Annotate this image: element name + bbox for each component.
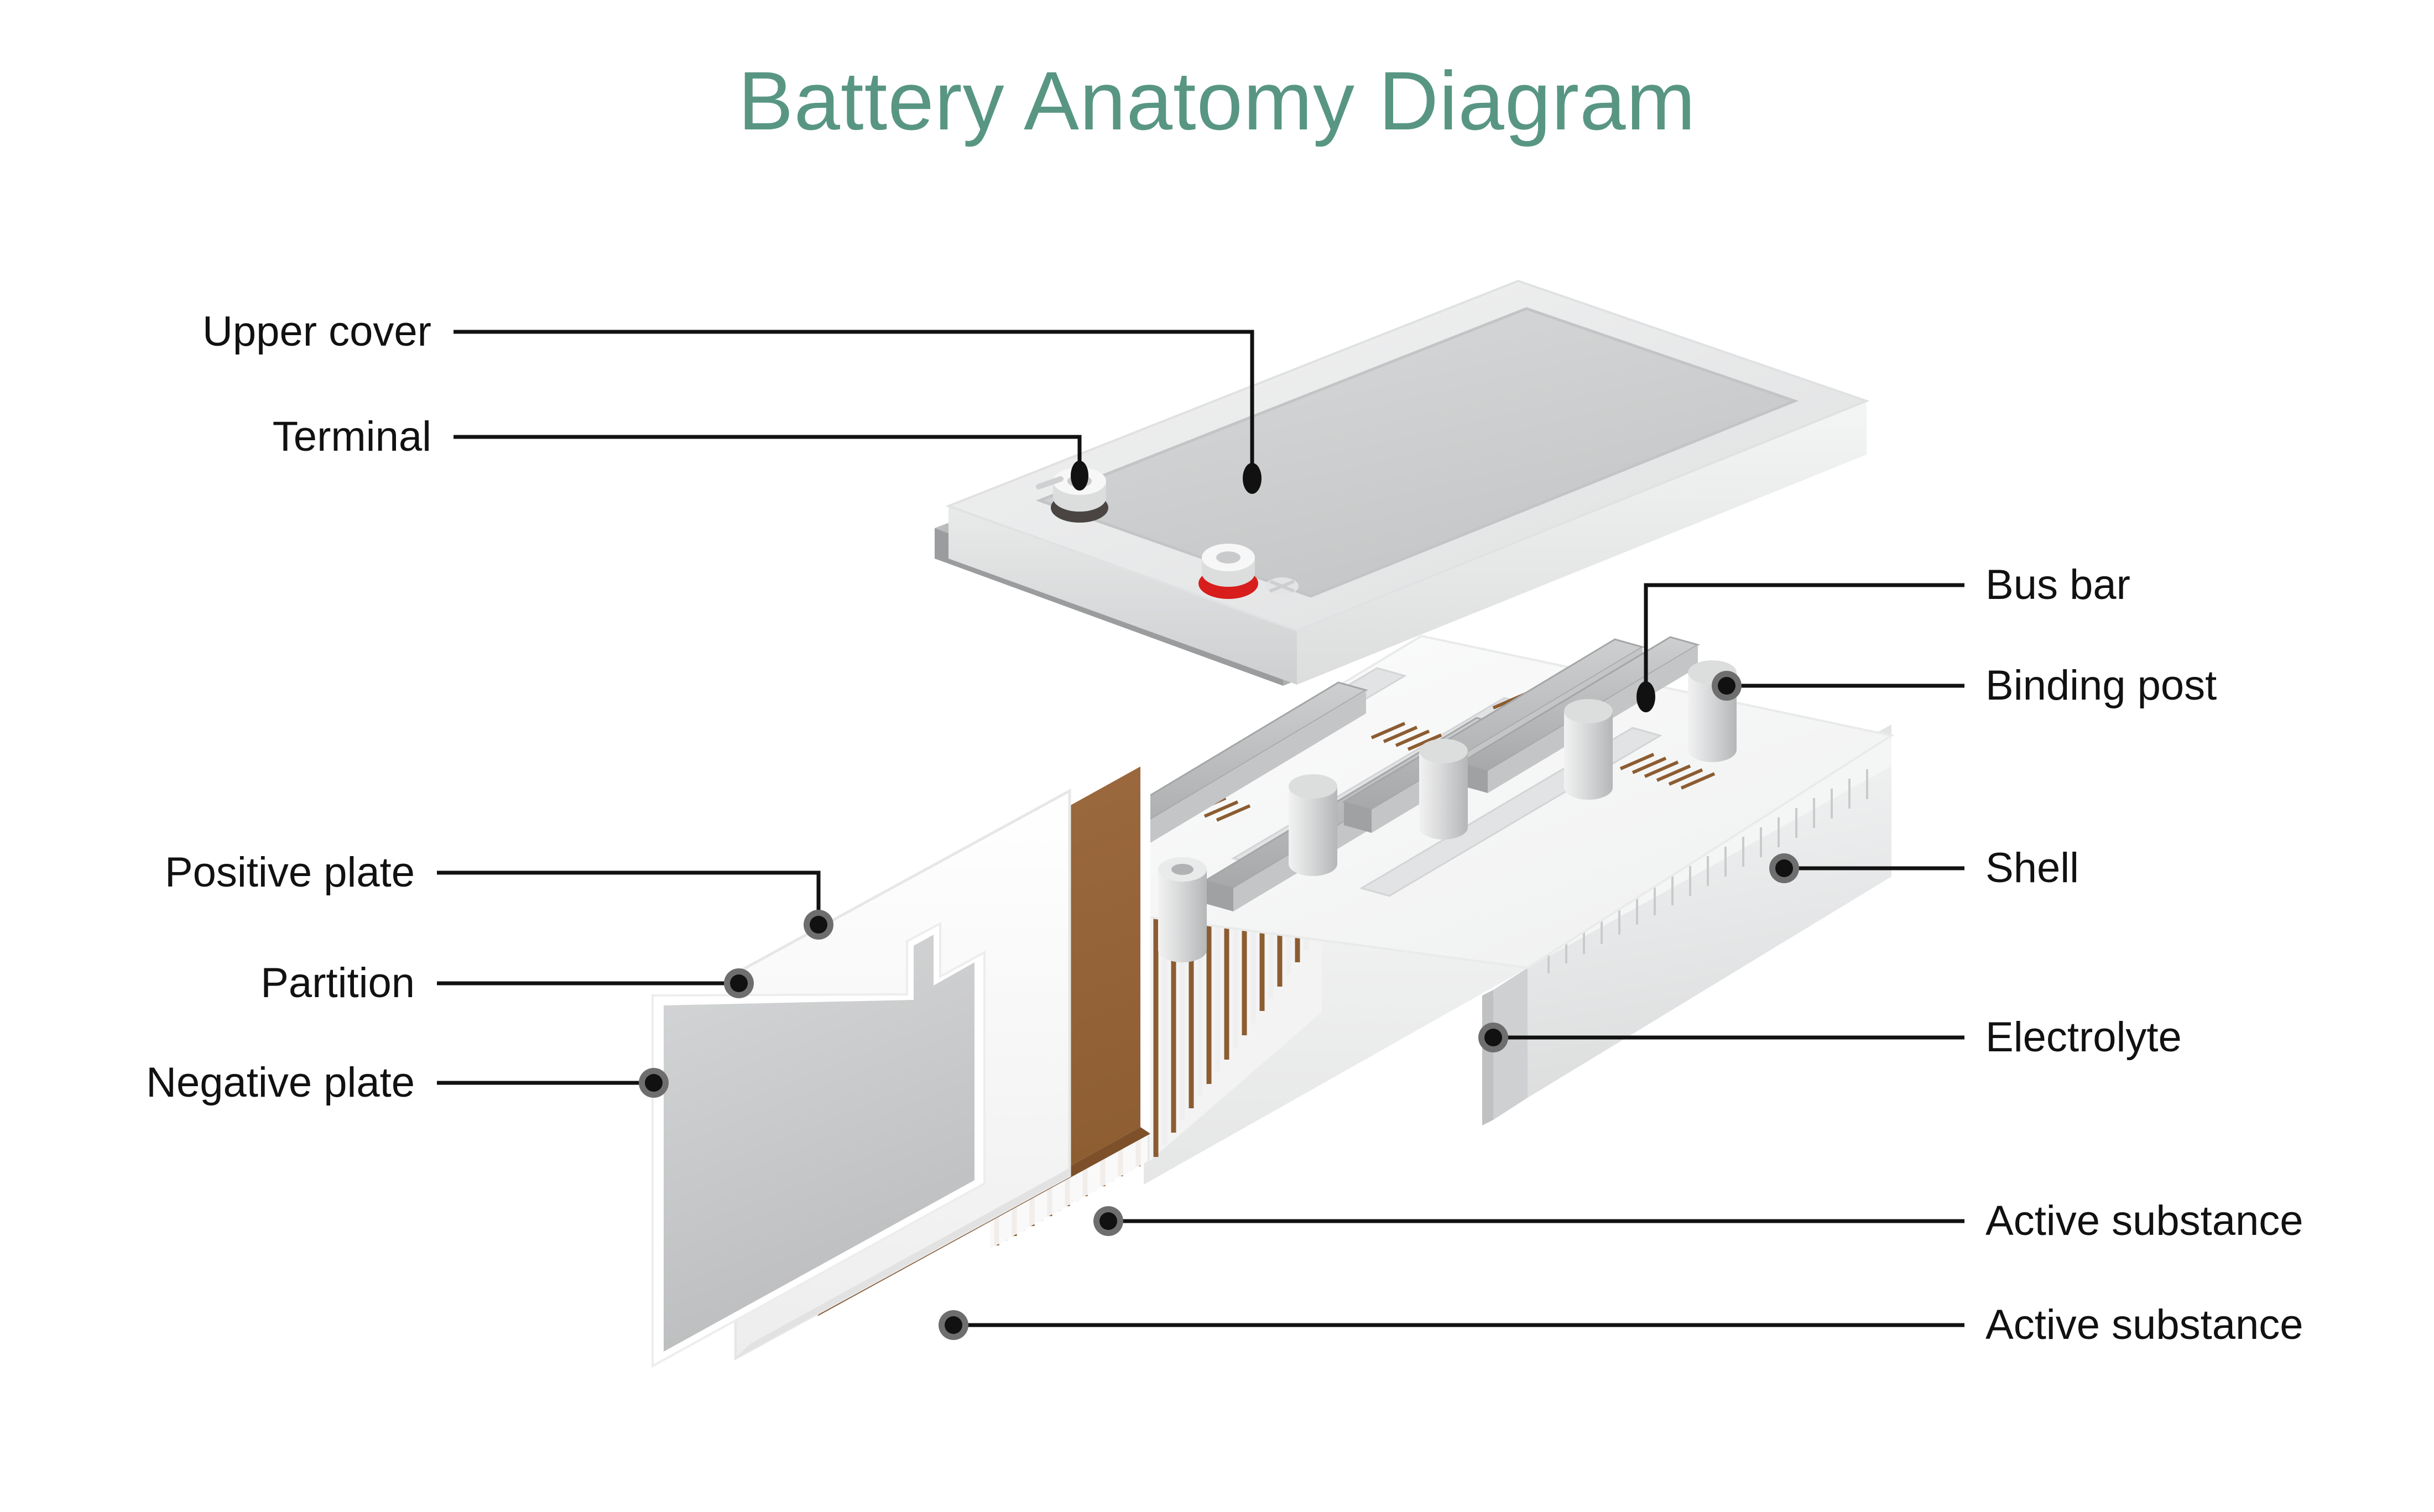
terminal-negative (1036, 467, 1108, 523)
vent-marker-icon (1265, 577, 1299, 595)
callout-dot (1478, 1023, 1508, 1052)
label-terminal: Terminal (272, 413, 431, 460)
callout-dot (804, 910, 833, 940)
binding-post (1419, 739, 1468, 840)
label-shell: Shell (1985, 844, 2079, 891)
callout-dot (1712, 671, 1742, 701)
callout-dot (639, 1068, 669, 1098)
leader-lines (437, 330, 1964, 1340)
label-negative-plate: Negative plate (146, 1059, 415, 1106)
page-title: Battery Anatomy Diagram (738, 54, 1696, 147)
label-active-substance-2: Active substance (1985, 1301, 2303, 1348)
shell-vent-ribs (1547, 769, 1868, 973)
binding-post (1158, 857, 1207, 962)
callout-dot (1093, 1206, 1123, 1236)
binding-post (1564, 699, 1613, 800)
label-partition: Partition (260, 960, 415, 1007)
label-positive-plate: Positive plate (164, 849, 415, 896)
upper-cover-body (945, 279, 1870, 685)
binding-post (1289, 774, 1337, 876)
label-active-substance-1: Active substance (1985, 1197, 2303, 1244)
negative-plate (652, 921, 986, 1368)
callout-dot (1769, 853, 1799, 883)
callout-dot (939, 1310, 968, 1340)
callout-dot (1636, 681, 1655, 712)
label-binding-post: Binding post (1985, 662, 2217, 709)
terminal-positive (1198, 544, 1258, 599)
callout-dot (724, 968, 754, 998)
callout-dot (1071, 461, 1088, 491)
label-upper-cover: Upper cover (202, 308, 431, 355)
callout-dot (1243, 463, 1262, 494)
upper-cover-group (935, 279, 1870, 686)
battery-body-group (652, 634, 1895, 1368)
label-electrolyte: Electrolyte (1985, 1014, 2182, 1061)
label-bus-bar: Bus bar (1985, 561, 2130, 608)
